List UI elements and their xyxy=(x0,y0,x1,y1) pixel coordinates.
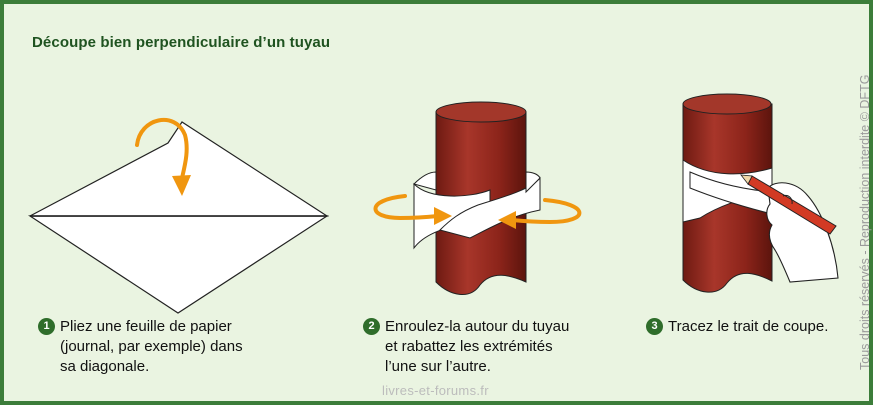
curved-arrow-icon xyxy=(135,117,191,196)
step-number-badge: 2 xyxy=(363,318,380,335)
curved-arrow-icon xyxy=(373,194,582,229)
step-3: 3 Tracez le trait de coupe. xyxy=(646,317,846,337)
step-text: Tracez le trait de coupe. xyxy=(668,318,829,335)
step-text: Pliez une feuille de papier (journal, pa… xyxy=(60,318,243,375)
hand-with-pencil-icon xyxy=(740,174,839,283)
folded-paper-icon xyxy=(27,121,330,314)
step-number-badge: 1 xyxy=(38,318,55,335)
watermark: livres-et-forums.fr xyxy=(382,383,489,398)
step-number-badge: 3 xyxy=(646,318,663,335)
page-title: Découpe bien perpendiculaire d’un tuyau xyxy=(32,34,331,51)
step-1: 1 Pliez une feuille de papier (journal, … xyxy=(38,317,308,377)
copyright-notice: Tous droits réservés - Reproduction inte… xyxy=(858,74,872,370)
step-text: Enroulez-la autour du tuyau et rabattez … xyxy=(385,318,570,375)
step-2: 2 Enroulez-la autour du tuyau et rabatte… xyxy=(363,317,623,377)
